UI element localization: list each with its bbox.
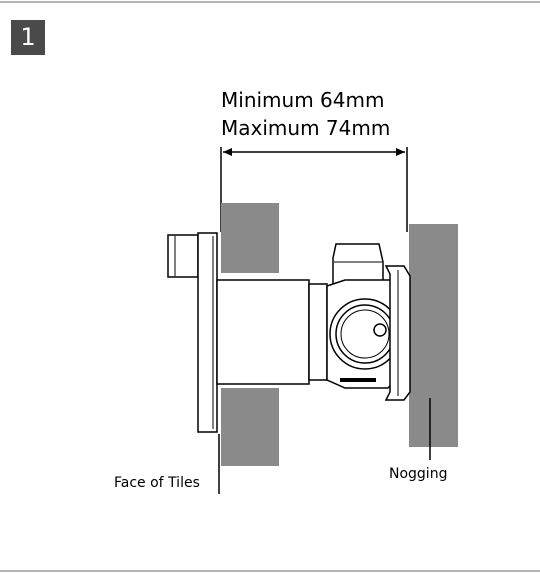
valve-port-screw	[373, 323, 387, 337]
wall-block-upper	[221, 203, 279, 273]
bottom-divider	[0, 570, 540, 572]
valve-cylinder	[216, 279, 310, 385]
top-divider	[0, 1, 540, 3]
nogging-label: Nogging	[389, 466, 448, 482]
wall-block-lower	[221, 388, 279, 466]
valve-marking	[340, 378, 376, 382]
nogging-block	[409, 224, 458, 447]
valve-collar	[308, 283, 328, 381]
trim-plate	[197, 232, 218, 433]
handle-knob	[167, 234, 199, 278]
face-of-tiles-label: Face of Tiles	[114, 475, 200, 491]
minimum-dimension-label: Minimum 64mm	[221, 88, 385, 112]
maximum-dimension-label: Maximum 74mm	[221, 116, 391, 140]
valve-port-inner	[340, 309, 390, 359]
step-number-badge: 1	[11, 20, 45, 55]
valve-top-inlet	[332, 243, 384, 290]
